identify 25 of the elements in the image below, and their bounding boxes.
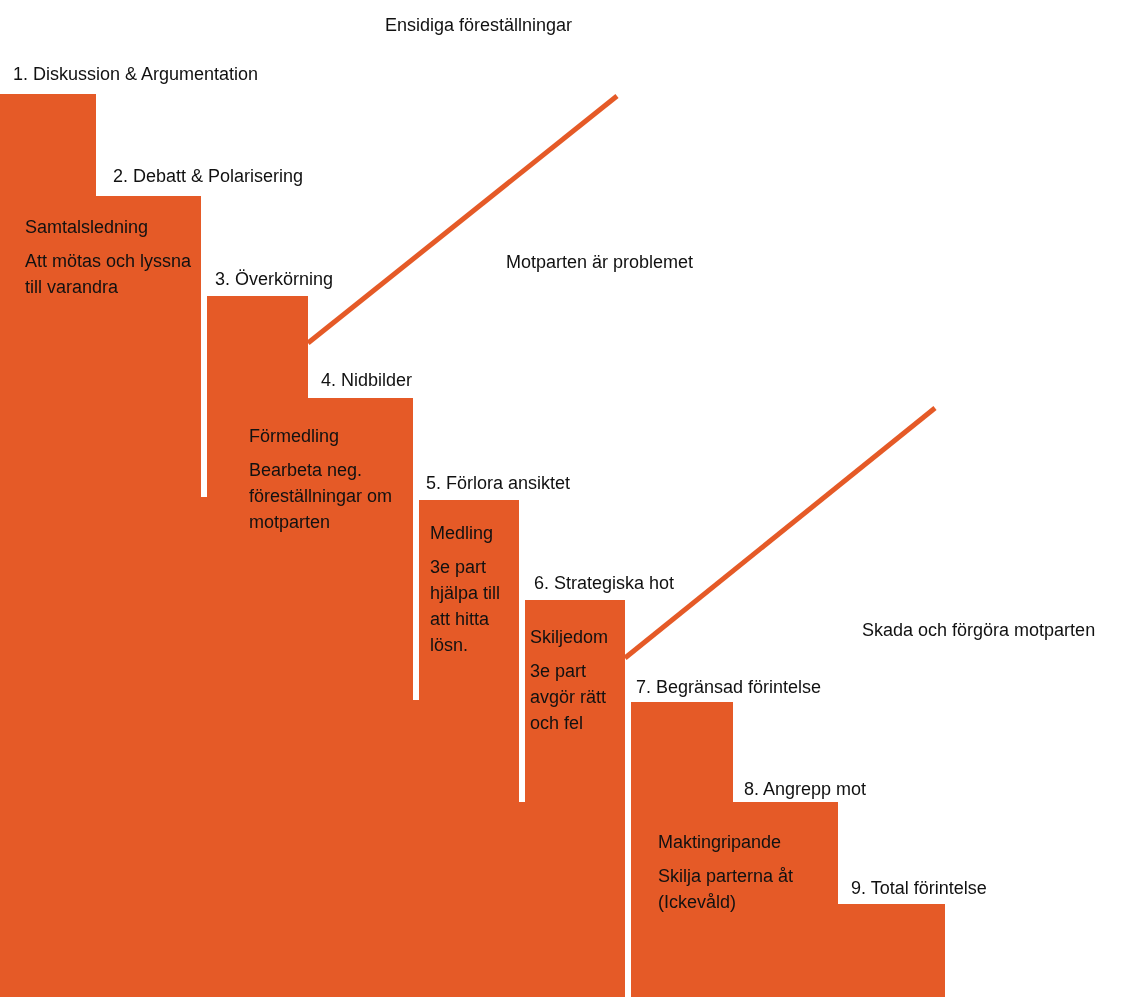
step-label: 2. Debatt & Polarisering bbox=[113, 165, 304, 188]
method-heading: Förmedling bbox=[249, 425, 341, 448]
section-label: Ensidiga föreställningar bbox=[385, 14, 573, 37]
method-heading: Medling bbox=[430, 522, 495, 545]
stair-step-block bbox=[419, 500, 525, 997]
step-label: 4. Nidbilder bbox=[321, 369, 413, 392]
method-heading: Skiljedom bbox=[530, 626, 610, 649]
method-description: 3e part avgör rätt och fel bbox=[530, 660, 608, 735]
step-label: 3. Överkörning bbox=[215, 268, 334, 291]
step-label: 6. Strategiska hot bbox=[534, 572, 675, 595]
step-label: 9. Total förintelse bbox=[851, 877, 987, 900]
stair-step-block bbox=[525, 600, 625, 997]
step-label: 5. Förlora ansiktet bbox=[426, 472, 571, 495]
method-description: 3e part hjälpa till att hitta lösn. bbox=[430, 556, 502, 657]
method-heading: Maktingripande bbox=[658, 831, 783, 854]
method-description: Att mötas och lyssna till varandra bbox=[25, 250, 193, 299]
step-label: 1. Diskussion & Argumentation bbox=[13, 63, 259, 86]
stair-step-block bbox=[0, 94, 207, 997]
section-label: Motparten är problemet bbox=[506, 251, 694, 274]
step-label: 8. Angrepp mot bbox=[744, 778, 867, 801]
method-description: Skilja parterna åt (Ickevåld) bbox=[658, 865, 795, 914]
step-label: 7. Begränsad förintelse bbox=[636, 676, 822, 699]
method-heading: Samtalsledning bbox=[25, 216, 150, 239]
section-label: Skada och förgöra motparten bbox=[862, 619, 1096, 642]
method-description: Bearbeta neg. föreställningar om motparten bbox=[249, 459, 394, 534]
